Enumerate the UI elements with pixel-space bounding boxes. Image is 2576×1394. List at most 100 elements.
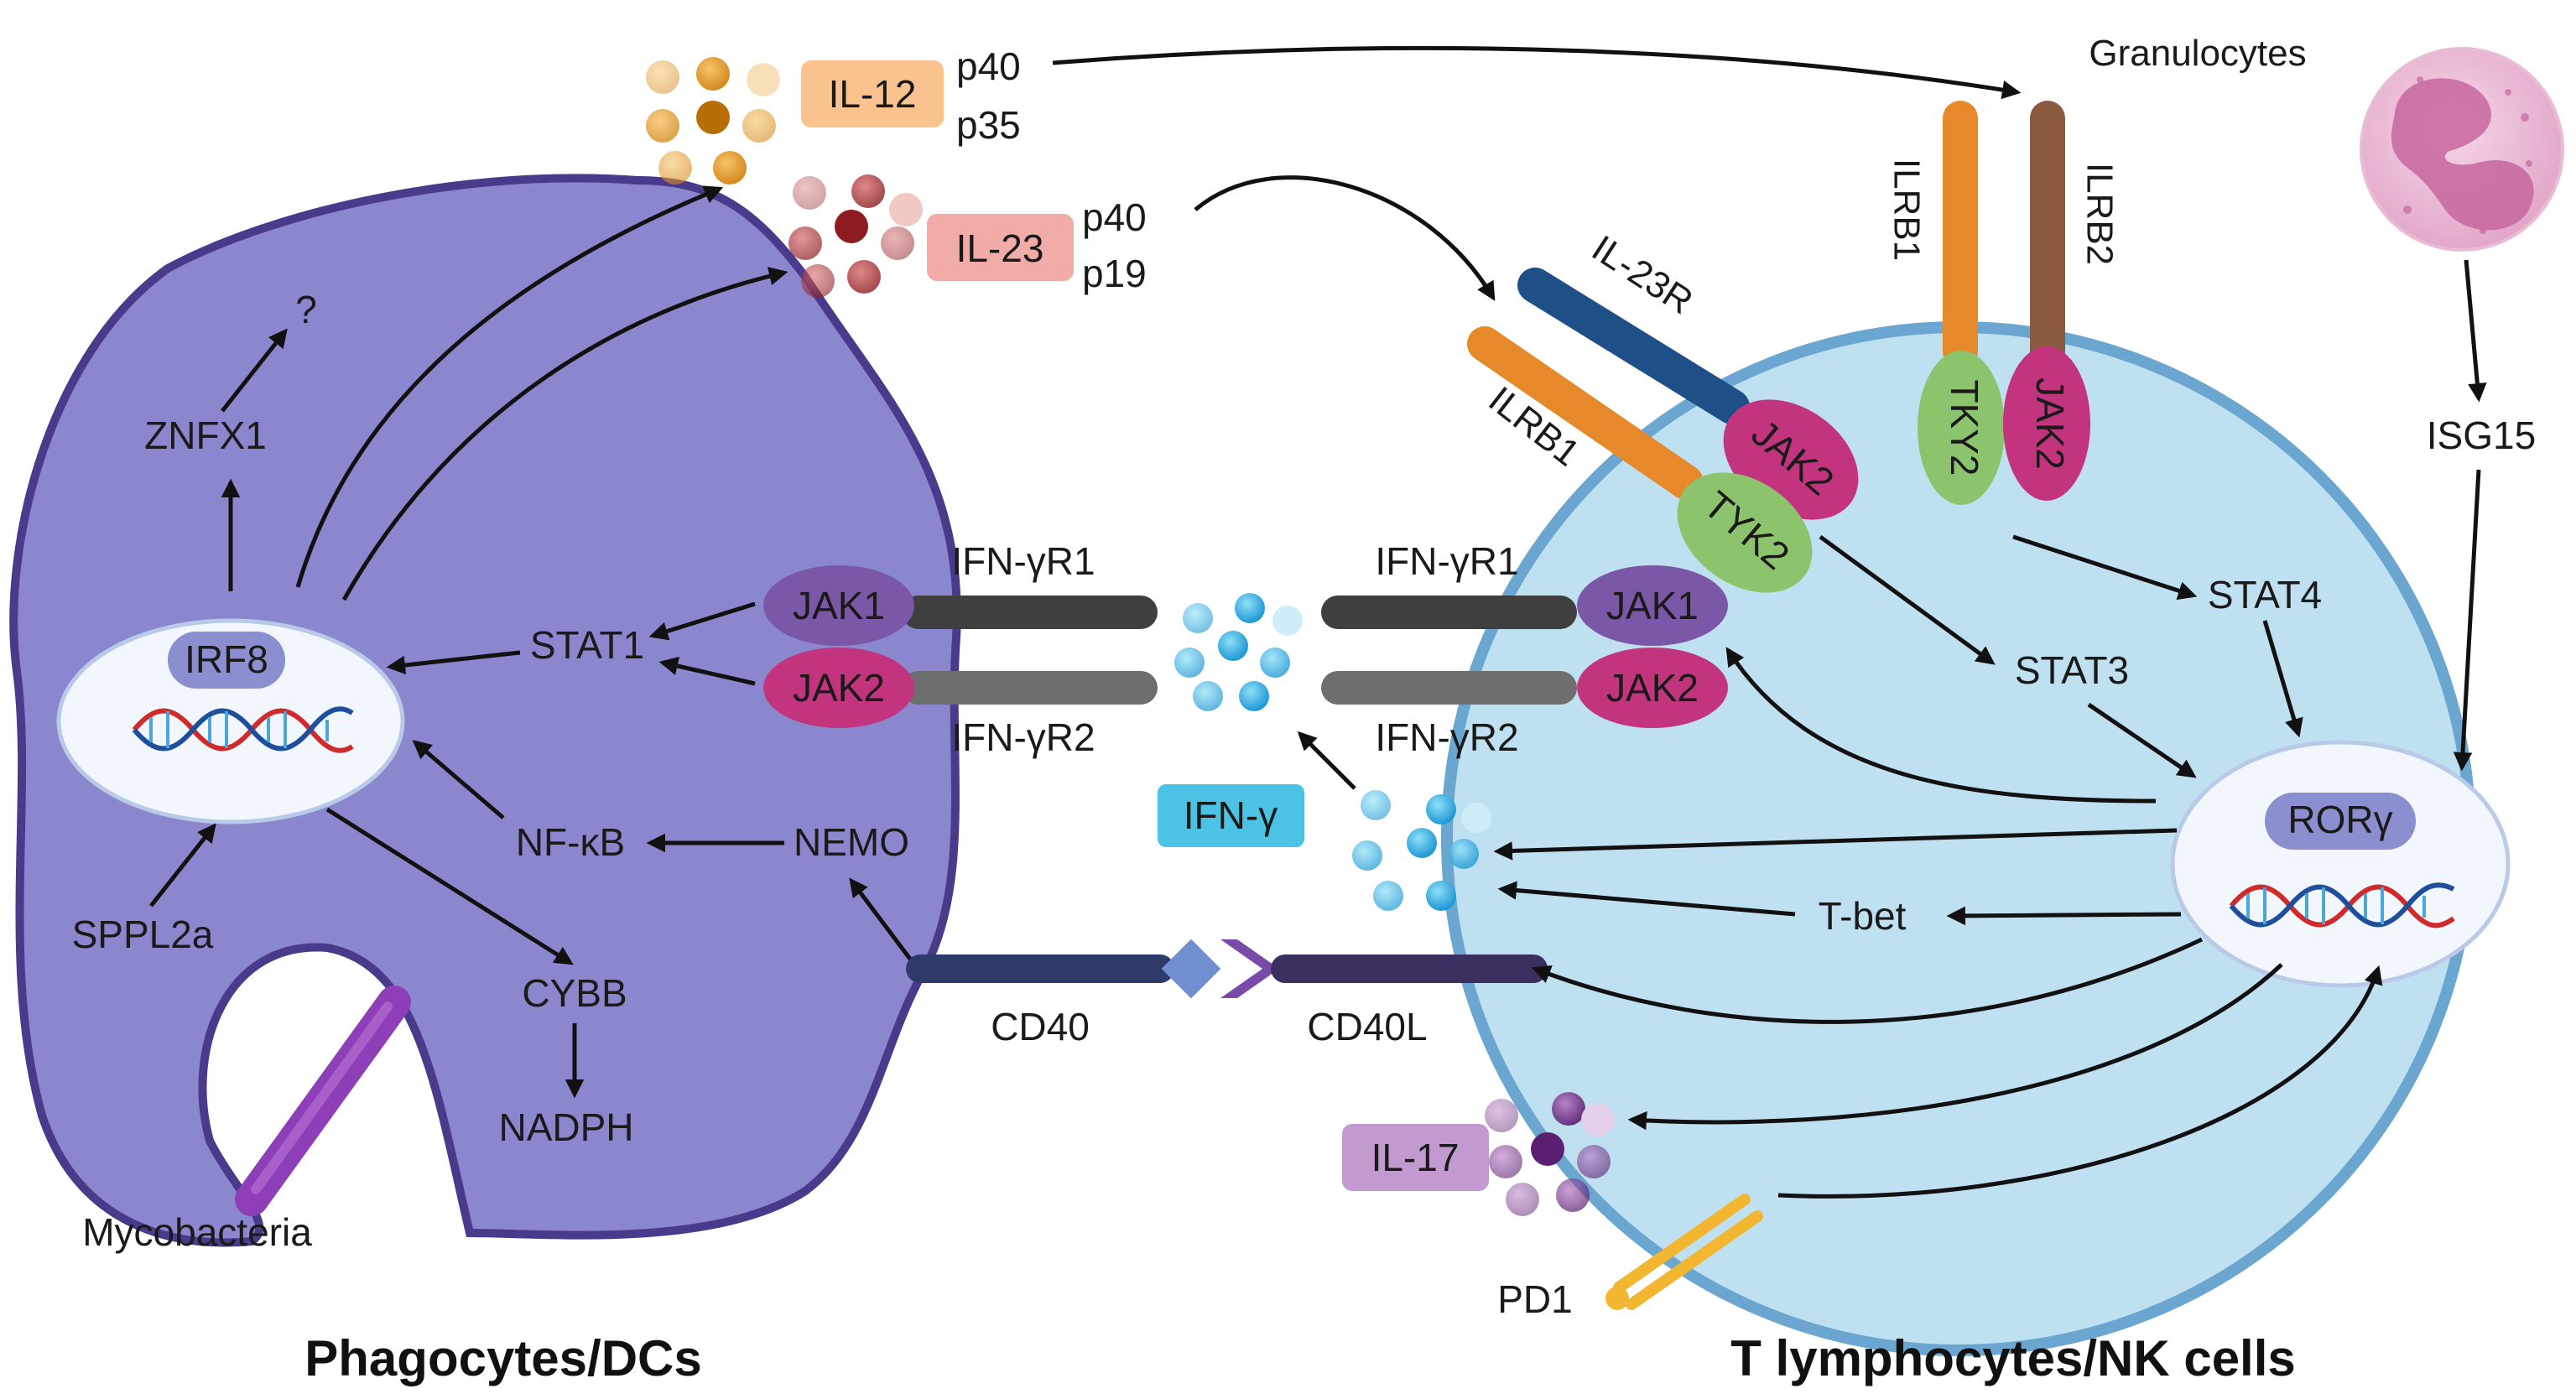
cd40l-chevron [1220,939,1279,998]
arrow-pd1-rorg [1777,965,2383,1199]
arrow-il12-to-ilrb [1052,45,2022,100]
arrow-irf8-il23 [341,267,788,601]
jak2-left-label: JAK2 [793,666,885,710]
tcell-nucleus [2170,740,2511,988]
ifng-tag [1158,784,1304,847]
jak2-left [763,648,914,728]
arrow-jak2-stat1 [658,657,756,686]
tbet-label: T-bet [1819,894,1907,938]
pd1-icon [1605,1194,1763,1310]
arrow-stat3-rorg [2087,702,2197,778]
isg15-label: ISG15 [2427,414,2536,457]
ifngr2-left-label: IFN-γR2 [951,715,1095,759]
arrow-jak1-stat1 [648,601,756,641]
il12-tag [801,60,944,127]
arrow-stat1-irf8 [386,650,521,675]
il23-p40-label: p40 [1082,195,1147,239]
arrow-rorg-il17 [1627,963,2283,1131]
il23-particles [788,174,923,298]
arrow-granulocyte-isg15 [2464,259,2487,403]
tky2-top [1918,351,2005,505]
il17-particles [1485,1092,1615,1216]
jak2-right-label: JAK2 [1606,666,1699,710]
right-cell-title: T lymphocytes/NK cells [1730,1330,2296,1386]
arrow-rorg-jak-right [1725,647,2157,804]
tky2-top-label: TKY2 [1943,379,1986,476]
question-label: ? [295,288,317,331]
dna-helix-left-icon [132,706,354,753]
arrow-rorg-tbet [1946,906,2182,926]
stat1-label: STAT1 [530,623,644,667]
cd40-diamond [1161,939,1221,999]
il12-particles [646,57,780,185]
ilrb2-top-bar [2030,101,2065,369]
ifngr1-right-bar [1321,596,1577,629]
arrow-stat4-rorg [2262,620,2303,738]
nfkb-label: NF-κB [516,820,625,864]
jak1-left [763,565,914,646]
arrow-tyk2-stat3 [1819,534,1996,665]
jak2-top [2003,346,2090,501]
mycobacteria-label: Mycobacteria [82,1210,312,1254]
arrow-nfkb-irf8 [412,740,505,819]
jak1-right [1577,565,1728,646]
cd40-label: CD40 [991,1005,1090,1048]
il23r-bar [1517,268,1750,424]
arrow-rorg-ifng [1493,828,2178,861]
il23-label: IL-23 [956,226,1044,270]
arrow-jak-top-stat4 [2012,534,2198,601]
stat4-label: STAT4 [2208,573,2322,616]
sppl2a-label: SPPL2a [72,913,214,956]
left-cell-title: Phagocytes/DCs [304,1330,702,1386]
arrow-irf8-cybb [325,807,574,965]
il12-p35-label: p35 [956,103,1021,147]
granulocyte-nucleus [2391,78,2534,231]
granulocytes-label: Granulocytes [2089,33,2306,74]
tyk2-il23 [1677,472,1813,593]
arrow-rorg-cd40l [1531,937,2204,1024]
nadph-label: NADPH [498,1105,633,1149]
dna-helix-right-icon [2229,882,2455,928]
irf8-label: IRF8 [185,637,268,681]
arrow-sppl2a-irf8 [149,823,216,908]
ifngr2-left-bar [902,671,1158,705]
ifng-label: IFN-γ [1184,793,1278,837]
il12-p40-label: p40 [956,44,1021,88]
il17-tag [1342,1124,1489,1191]
ilrb1-top-label: ILRB1 [1886,159,1927,261]
ilrb1-top-bar [1943,101,1978,369]
jak2-top-label: JAK2 [2028,377,2072,470]
ifng-particles-lower [1352,790,1491,911]
arrow-isg15-rorg [2453,469,2481,772]
nemo-label: NEMO [794,820,909,864]
arrow-il23-to-il23r [1194,175,1496,301]
ifng-particles-center [1174,593,1303,711]
arrow-znfx1-question [221,328,288,413]
ilrb2-top-label: ILRB2 [2079,163,2120,265]
phagocyte-nucleus [56,618,405,824]
arrow-irf8-il12 [295,185,724,588]
stat3-label: STAT3 [2015,648,2129,692]
pd1-label: PD1 [1497,1277,1572,1321]
cd40l-label: CD40L [1307,1005,1427,1048]
il12-label: IL-12 [829,72,917,116]
rorg-pill [2265,793,2416,850]
rorg-label: RORγ [2287,798,2392,841]
ilrb1-mid-bar [1467,326,1704,500]
ifngr1-right-label: IFN-γR1 [1375,539,1518,583]
arrow-tbet-ifng [1497,881,1796,917]
cd40l-bar [1271,954,1548,983]
jak1-left-label: JAK1 [793,584,885,627]
il17-label: IL-17 [1371,1136,1460,1179]
ifngr1-left-bar [902,596,1158,629]
jak2-right [1577,648,1728,728]
il23-tag [927,214,1074,281]
arrow-ifng-to-center [1297,731,1356,790]
il23-p19-label: p19 [1082,252,1147,295]
cd40-bar [906,954,1174,983]
cybb-label: CYBB [522,971,627,1015]
irf8-pill [168,632,285,689]
granules [2403,76,2532,234]
ifngr1-left-label: IFN-γR1 [951,539,1095,583]
